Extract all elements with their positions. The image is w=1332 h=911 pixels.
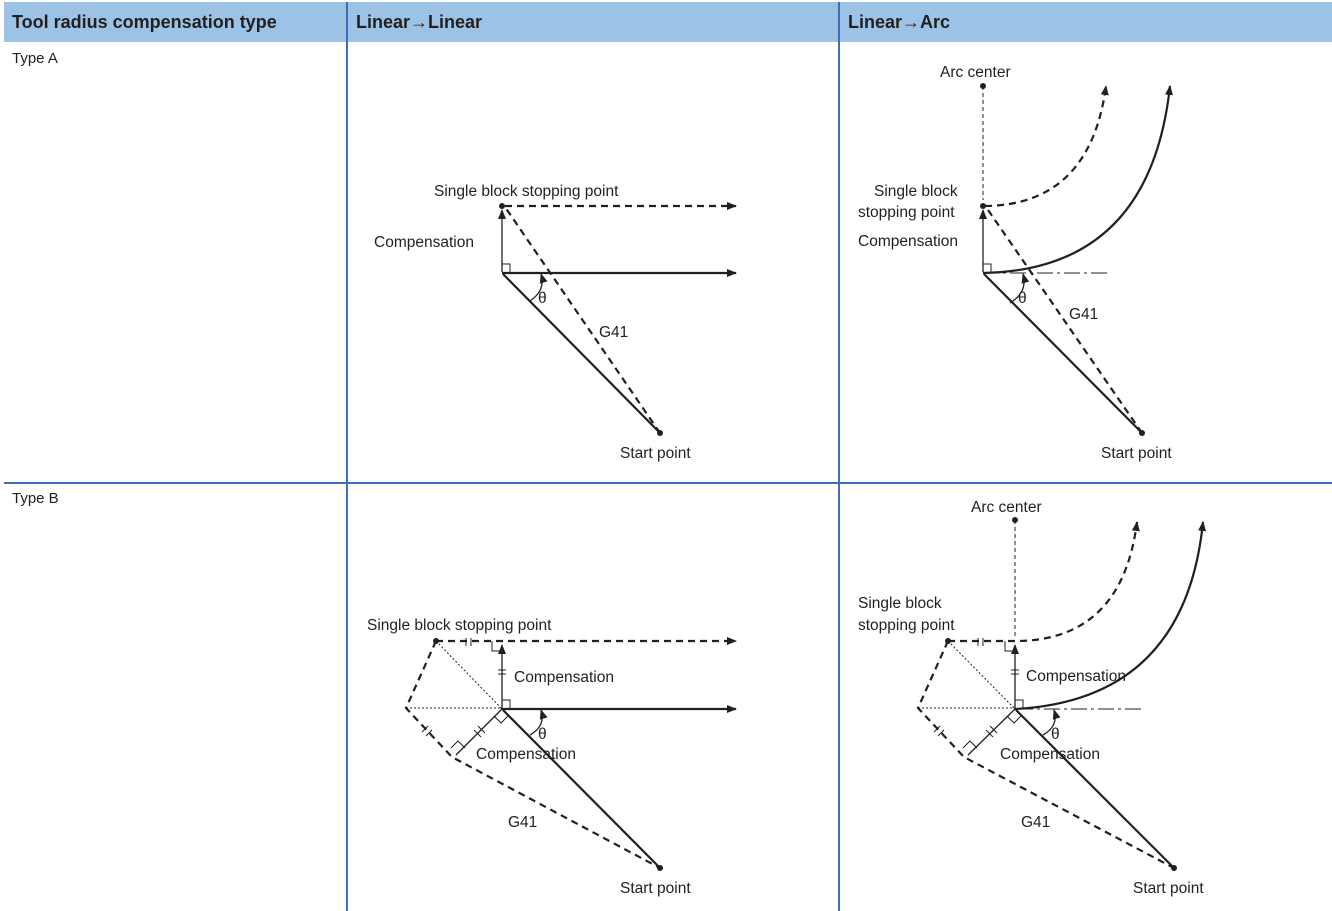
label-stopping-point: stopping point [858, 204, 955, 221]
right-angle-mark-corner [962, 740, 978, 749]
diagram-type-a-linear-arc [979, 83, 1173, 436]
tool-arc-dashed [984, 85, 1109, 208]
tick-5 [985, 729, 994, 738]
tick-7 [421, 725, 429, 733]
row-divider [4, 482, 1332, 484]
label-start-point: Start point [1101, 445, 1172, 462]
start-point-dot [1171, 865, 1177, 871]
label-single-block-stopping-point: Single block stopping point [434, 183, 619, 200]
label-theta: θ [1051, 726, 1060, 743]
theta-arc [1042, 709, 1061, 736]
diagram-type-b-linear-linear [404, 637, 737, 871]
label-compensation: Compensation [374, 234, 474, 251]
header-col-type: Tool radius compensation type [4, 2, 346, 42]
tick-6 [989, 725, 998, 734]
label-g41: G41 [508, 814, 537, 831]
theta-arc [529, 709, 548, 736]
start-line-solid [983, 273, 1143, 434]
tick-8 [937, 729, 945, 737]
label-compensation-diagonal: Compensation [476, 746, 576, 763]
stopping-point-dot [499, 203, 505, 209]
programmed-arc [982, 85, 1173, 275]
label-g41: G41 [599, 324, 628, 341]
start-line-solid [502, 273, 661, 434]
tick-8 [425, 729, 433, 737]
tick-7 [933, 725, 941, 733]
column-divider-1 [346, 2, 348, 911]
start-point-dot [657, 430, 663, 436]
label-theta: θ [1018, 290, 1027, 307]
tick-5 [473, 729, 482, 738]
label-compensation-vertical: Compensation [514, 669, 614, 686]
header-col-linear-linear: Linear→Linear [348, 2, 838, 42]
start-line-dashed [985, 206, 1143, 434]
arc-center-dot [980, 83, 986, 89]
label-single-block: Single block [858, 595, 942, 612]
programmed-arc [1014, 521, 1207, 711]
label-stopping-point: stopping point [858, 617, 955, 634]
right-angle-mark-diag [493, 715, 509, 724]
theta-arc [1009, 273, 1030, 304]
right-angle-mark-corner [450, 740, 466, 749]
theta-arc [529, 273, 548, 302]
right-angle-mark [502, 699, 511, 708]
start-point-dot [1139, 430, 1145, 436]
intersection-path-dashed [916, 640, 1175, 869]
row-label-type-a: Type A [12, 50, 58, 67]
label-start-point: Start point [620, 880, 691, 897]
right-angle-mark-diag [1006, 715, 1022, 724]
column-divider-2 [838, 2, 840, 911]
diagram-type-b-linear-arc [916, 517, 1207, 871]
right-angle-mark-top [491, 641, 502, 652]
header-col-linear-arc: Linear→Arc [840, 2, 1332, 42]
right-angle-mark-top [1004, 641, 1015, 652]
diagram-type-a-linear-linear [498, 202, 737, 436]
stopping-point-dot [945, 638, 951, 644]
label-start-point: Start point [1133, 880, 1204, 897]
arc-center-dot [1012, 517, 1018, 523]
start-line-solid [1015, 709, 1175, 869]
label-theta: θ [538, 290, 547, 307]
label-single-block-stopping-point: Single block stopping point [367, 617, 552, 634]
right-angle-mark [1015, 699, 1024, 708]
label-g41: G41 [1021, 814, 1050, 831]
label-compensation-vertical: Compensation [1026, 668, 1126, 685]
label-theta: θ [538, 726, 547, 743]
label-arc-center: Arc center [971, 499, 1042, 516]
label-single-block: Single block [874, 183, 958, 200]
label-arc-center: Arc center [940, 64, 1011, 81]
label-compensation: Compensation [858, 233, 958, 250]
start-line-solid [502, 709, 661, 869]
stopping-point-dot [980, 203, 986, 209]
label-g41: G41 [1069, 306, 1098, 323]
tool-arc-dashed [948, 521, 1140, 643]
row-label-type-b: Type B [12, 490, 59, 507]
right-angle-mark [983, 263, 992, 272]
start-line-dashed [504, 206, 661, 434]
tick-6 [477, 725, 486, 734]
label-compensation-diagonal: Compensation [1000, 746, 1100, 763]
right-angle-mark [502, 263, 511, 272]
stopping-point-dot [433, 638, 439, 644]
start-point-dot [657, 865, 663, 871]
intersection-path-dashed [404, 640, 661, 869]
label-start-point: Start point [620, 445, 691, 462]
